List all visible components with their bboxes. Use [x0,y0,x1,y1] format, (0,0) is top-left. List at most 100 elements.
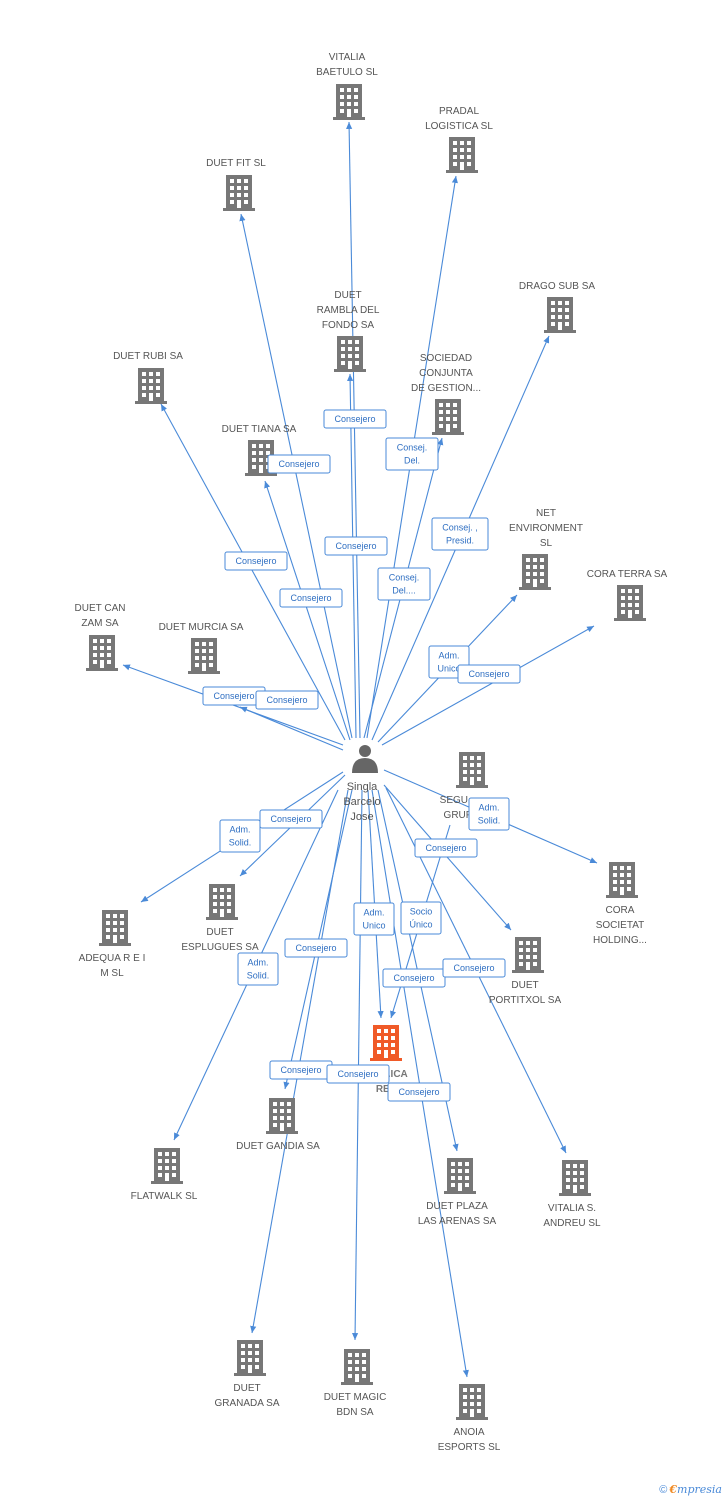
company-name: LOGISTICA SL [425,121,493,132]
building-icon [206,884,238,920]
edge-label-box [387,1082,451,1102]
company-node-cora-terra[interactable]: CORA TERRA SA [587,569,668,621]
edge-label-cora-societat[interactable]: Adm. Solid. [468,797,510,831]
company-name: CORA [606,905,635,916]
company-node-duet-rubi[interactable]: DUET RUBI SA [113,351,183,404]
edge-label-duet-fit[interactable]: Consejero [324,536,388,556]
company-name: ZAM SA [81,618,119,629]
edge-label-vitalia-baetulo[interactable]: Consejero [323,409,387,429]
edge-label-flatwalk[interactable]: Adm.Solid. [237,952,279,986]
building-icon [432,399,464,435]
company-name: DUET [233,1383,260,1394]
edge-label-focus[interactable]: Adm.Unico [353,902,395,936]
company-node-duet-can-zam[interactable]: DUET CAN ZAM SA [75,603,126,671]
company-node-duet-fit[interactable]: DUET FIT SL [206,158,266,211]
company-node-duet-tiana[interactable]: DUET TIANA SA [222,424,297,476]
brand-name: mpresia [677,1483,722,1496]
footer-brand[interactable]: ©€mpresia [659,1483,722,1496]
edge-label-box [382,968,446,988]
edge-duet-tiana [264,480,351,741]
edge-label-sociedad-conjunta[interactable]: Consej.Del.... [377,567,431,601]
company-name: ANDREU SL [543,1218,601,1229]
company-name: ...ICA [382,1069,408,1080]
company-name: DUET PLAZA [426,1201,488,1212]
company-node-adequa[interactable]: ADEQUA R E IM SL [79,910,146,979]
edge-label-anoia-esports[interactable]: Consejero [387,1082,451,1102]
building-icon [234,1340,266,1376]
company-node-cora-societat[interactable]: CORASOCIETATHOLDING... [593,862,647,946]
edge-label-box [457,664,521,684]
edge-label-duet-tiana[interactable]: Consejero [279,588,343,608]
edge-label-duet-portitxol[interactable]: Consejero [414,838,478,858]
edge-label-text: Solid. [478,816,501,826]
edge-label-text: Adm. [478,803,499,813]
company-name: NET [536,508,556,519]
edge-label-text: Consejero [280,1065,321,1075]
edge-label-pradal-logistica[interactable]: Consej.Del. [385,437,439,471]
company-name: ANOIA [453,1427,484,1438]
person-name: Barcelo [343,796,380,808]
company-node-duet-plaza[interactable]: DUET PLAZA LAS ARENAS SA [418,1158,497,1227]
company-name: DUET RUBI SA [113,351,183,362]
edge-label-text: Consej. [397,443,428,453]
company-name: RAMBLA DEL [317,305,380,316]
company-name: FLATWALK SL [131,1191,198,1202]
edge-label-box [353,902,395,936]
person-name: Jose [350,811,373,823]
copyright-icon: © [659,1484,668,1496]
edge-label-text: Solid. [229,838,252,848]
edge-label-drago-sub[interactable]: Consej. ,Presid. [431,517,489,551]
edge-label-duet-esplugues[interactable]: Consejero [259,809,323,829]
company-name: LAS ARENAS SA [418,1216,497,1227]
edge-label-text: Consejero [334,414,375,424]
edge-label-box [400,901,442,935]
edge-label-text: Adm. [247,958,268,968]
company-name: SOCIEDAD [420,353,472,364]
edge-vitalia-baetulo [346,121,361,739]
edge-label-text: Consejero [398,1087,439,1097]
edge-label-text: Unico [362,921,385,931]
edge-label-duet-granada[interactable]: Consejero [269,1060,333,1080]
edge-label-box [442,958,506,978]
building-icon [99,910,131,946]
edge-label-box [326,1064,390,1084]
edge-label-duet-rambla[interactable]: Consejero [267,454,331,474]
edge-label-duet-rubi[interactable]: Consejero [224,551,288,571]
edge-label-duet-plaza[interactable]: Consejero [382,968,446,988]
company-node-segu-grup[interactable]: SEGU...GRUP [440,752,488,821]
edge-label-box [414,838,478,858]
company-name: DUET MURCIA SA [159,622,244,633]
edge-label-text: Socio [410,907,433,917]
edge-label-text: Adm. [438,651,459,661]
company-node-duet-gandia[interactable]: DUET GANDIA SA [236,1098,320,1152]
edge-label-vitalia-andreu[interactable]: Consejero [442,958,506,978]
company-name: DUET FIT SL [206,158,266,169]
company-node-duet-murcia[interactable]: DUET MURCIA SA [159,622,244,674]
company-node-vitalia-andreu[interactable]: VITALIA S.ANDREU SL [543,1160,601,1229]
edge-label-cora-terra[interactable]: Consejero [457,664,521,684]
company-name: PORTITXOL SA [489,995,562,1006]
edge-label-duet-gandia[interactable]: Consejero [284,938,348,958]
edge-label-text: Consejero [468,669,509,679]
edge-label-duet-magic[interactable]: Consejero [326,1064,390,1084]
company-node-drago-sub[interactable]: DRAGO SUB SA [519,281,595,333]
edge-label-box [385,437,439,471]
company-node-flatwalk[interactable]: FLATWALK SL [131,1148,198,1202]
edge-label-duet-murcia[interactable]: Consejero [255,690,319,710]
edge-label-adequa[interactable]: Adm.Solid. [219,819,261,853]
building-icon [333,84,365,120]
company-name: DUET CAN [75,603,126,614]
